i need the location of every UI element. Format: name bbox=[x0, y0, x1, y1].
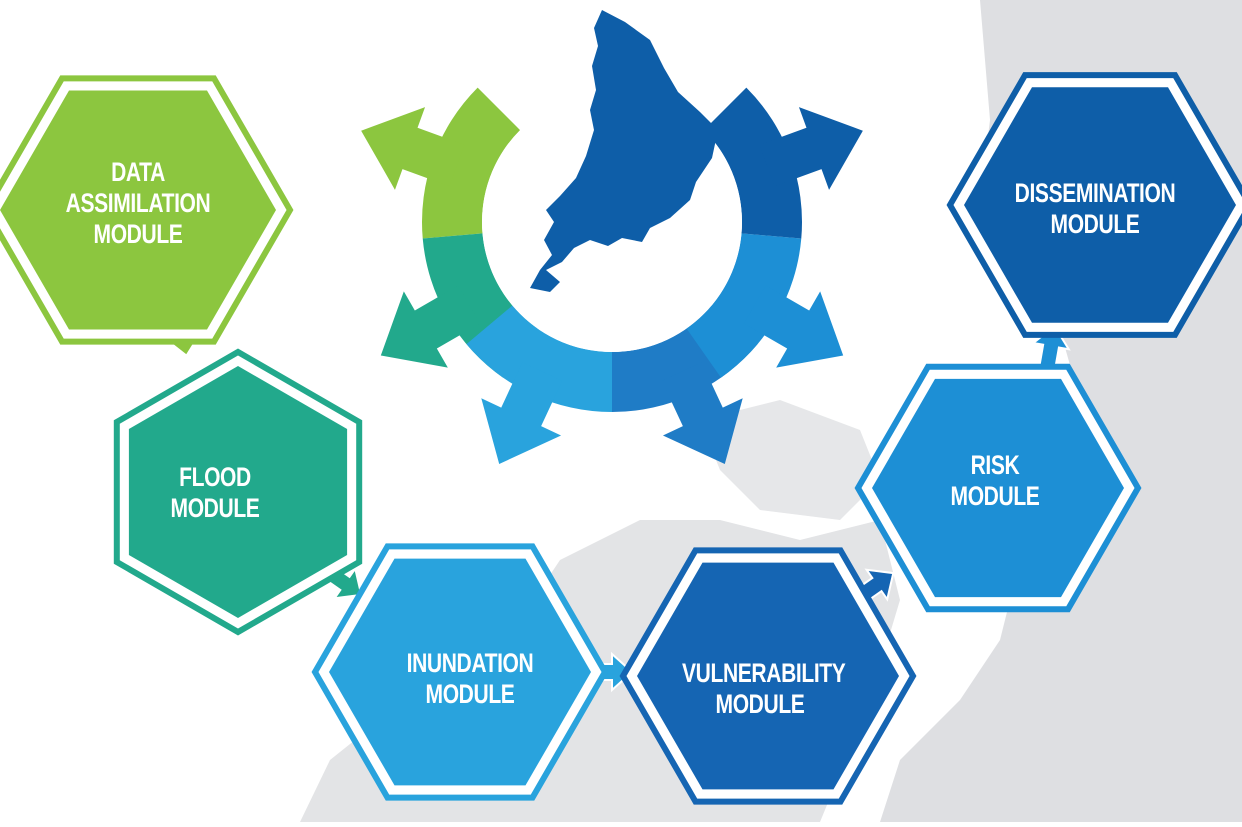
hub-arrow-head bbox=[743, 285, 844, 368]
data-assimilation-module-hexagon bbox=[0, 90, 276, 330]
hub-ring-segment bbox=[466, 305, 612, 412]
inundation-module-hexagon bbox=[329, 558, 591, 786]
hub-arrows bbox=[361, 87, 863, 464]
terrain-shape bbox=[700, 400, 880, 520]
hub-arrow-head bbox=[380, 285, 481, 368]
dissemination-module-label: DISSEMINATION MODULE bbox=[1014, 178, 1176, 239]
inundation-module-label: INUNDATION MODULE bbox=[406, 648, 534, 709]
hub-arrow-head bbox=[759, 107, 863, 190]
risk-module-label: RISK MODULE bbox=[950, 450, 1040, 511]
risk-module-hexagon bbox=[872, 378, 1124, 598]
island-map-icon bbox=[530, 10, 718, 292]
data-assimilation-module-label: DATA ASSIMILATION MODULE bbox=[65, 157, 211, 249]
vulnerability-module-label: VULNERABILITY MODULE bbox=[682, 658, 846, 719]
hub-ring-segment bbox=[422, 87, 521, 239]
dissemination-module-hexagon bbox=[964, 87, 1236, 323]
hub-ring-segment bbox=[703, 87, 803, 239]
hub-arrow-head bbox=[481, 362, 563, 464]
vulnerability-module-hexagon bbox=[637, 562, 899, 790]
hub-arrow-head bbox=[361, 107, 465, 190]
flood-module-hexagon bbox=[128, 366, 348, 618]
hub-arrow-head bbox=[661, 362, 743, 464]
hub-ring-segment bbox=[686, 233, 802, 378]
flood-module-label: FLOOD MODULE bbox=[170, 462, 260, 523]
